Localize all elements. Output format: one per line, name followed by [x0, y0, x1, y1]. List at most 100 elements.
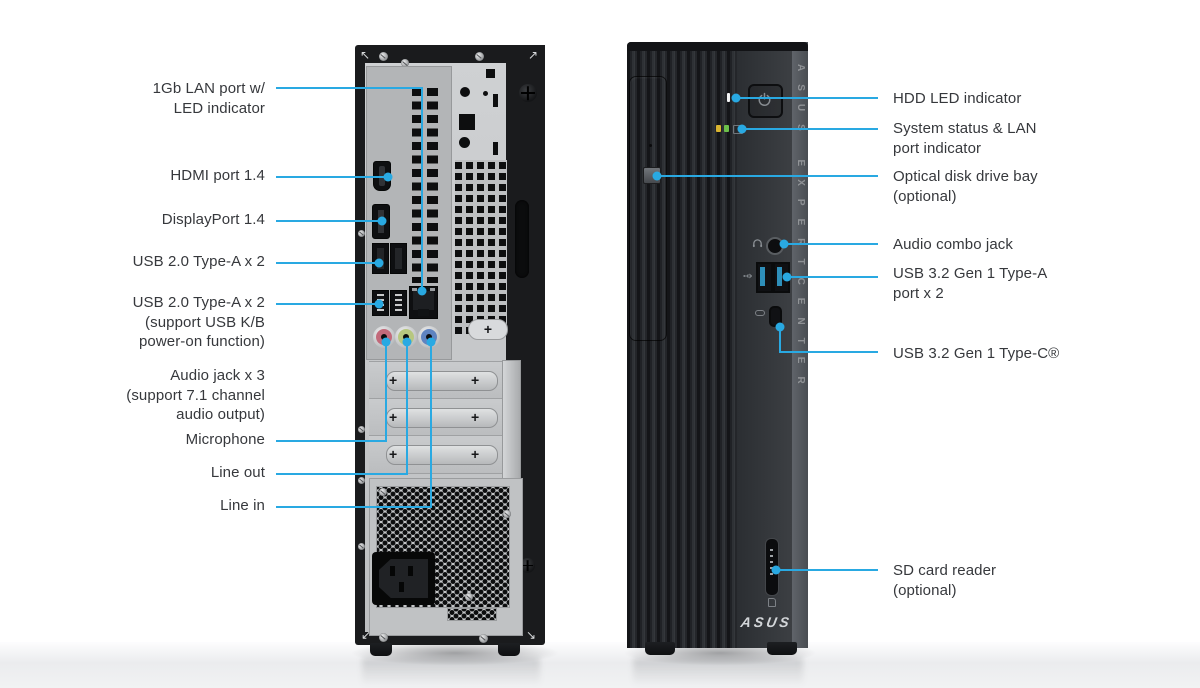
leader-microphone-v	[385, 342, 387, 442]
front-foot	[645, 642, 675, 655]
label-hdmi-port: HDMI port 1.4	[170, 167, 265, 184]
leader-line-out	[276, 473, 408, 475]
leader-dot-lan	[417, 286, 427, 296]
label-line-in: Line in	[220, 497, 265, 514]
screw	[358, 477, 365, 484]
screw	[465, 593, 473, 601]
front-ribs	[627, 50, 737, 648]
label-status-led: System status & LAN port indicator	[893, 120, 1037, 157]
screw	[503, 510, 511, 518]
screw	[479, 634, 488, 643]
screw	[358, 426, 365, 433]
floor	[0, 642, 1200, 688]
screw	[475, 52, 484, 61]
expansion-slot-row: + +	[369, 398, 519, 437]
leader-dot-usb2-bottom	[374, 299, 384, 309]
screw	[358, 230, 365, 237]
leader-sd	[779, 569, 878, 571]
psu-vent-strip	[447, 608, 497, 621]
leader-dot-usb3a	[782, 272, 792, 282]
punch-out	[459, 137, 470, 148]
leader-dot-usb2-top	[374, 258, 384, 268]
leader-dot-hdmi	[383, 172, 393, 182]
front-foot	[767, 642, 797, 655]
power-icon	[758, 92, 771, 106]
expansion-slot-row: + +	[369, 435, 519, 474]
thumbscrew	[520, 558, 535, 573]
punch-out	[493, 94, 498, 107]
power-button[interactable]	[748, 84, 783, 118]
rear-foot	[370, 643, 392, 656]
leader-lan-v	[421, 87, 423, 291]
status-led-green	[724, 125, 729, 132]
slot-cover	[386, 408, 498, 428]
screw	[401, 59, 409, 67]
front-tower-reflection	[633, 658, 803, 686]
slot-cover	[386, 371, 498, 391]
label-displayport: DisplayPort 1.4	[161, 211, 265, 228]
asus-logo: ASUS	[739, 614, 794, 630]
vent-grid	[455, 160, 507, 334]
label-optical-bay: Optical disk drive bay (optional)	[893, 168, 1038, 205]
side-panel-handle	[515, 200, 529, 278]
usb-ss-icon	[743, 273, 753, 279]
leader-line-in	[276, 506, 432, 508]
slot-screw: +	[471, 446, 480, 462]
headset-icon	[752, 239, 763, 248]
thumbscrew	[519, 84, 537, 102]
side-edge-strip: ASUS EXPERTCENTER	[792, 42, 808, 648]
leader-line-out-v	[406, 342, 408, 475]
leader-status-led	[745, 128, 878, 130]
corner-arrow-icon: ↙	[361, 628, 372, 642]
slot-screw: +	[389, 409, 398, 425]
label-audio-jacks: Audio jack x 3 (support 7.1 channel audi…	[126, 367, 265, 423]
leader-dot-audio-combo	[779, 239, 789, 249]
punch-out	[493, 142, 498, 155]
sd-card-icon	[768, 598, 776, 607]
screw	[358, 543, 365, 550]
rear-view-tower: ↖ ↗ ↙ ↘	[355, 45, 545, 656]
screw	[379, 52, 388, 61]
vent-slots	[427, 88, 438, 283]
corner-arrow-icon: ↗	[528, 48, 539, 62]
punch-out	[460, 87, 470, 97]
leader-dot-microphone	[381, 337, 391, 347]
leader-lan	[276, 87, 423, 89]
leader-usb3c	[779, 351, 878, 353]
label-line-out: Line out	[210, 464, 265, 481]
leader-usb3c-v	[779, 327, 781, 353]
emergency-eject-hole	[649, 144, 652, 147]
front-view-tower: ASUS EXPERTCENTER	[627, 42, 808, 655]
slot-screw: +	[471, 372, 480, 388]
leader-hdmi	[276, 176, 387, 178]
screw	[379, 488, 387, 496]
usb-c-icon	[755, 310, 765, 316]
label-usb2-bottom: USB 2.0 Type-A x 2 (support USB K/B powe…	[132, 294, 265, 350]
punch-out	[459, 114, 475, 130]
corner-arrow-icon: ↘	[526, 628, 537, 642]
hdd-led	[727, 93, 730, 102]
label-audio-combo: Audio combo jack	[893, 236, 1013, 253]
label-lan-port: 1Gb LAN port w/ LED indicator	[152, 80, 265, 117]
usb2-port	[390, 243, 407, 274]
leader-dot-hdd-led	[731, 93, 741, 103]
leader-dot-line-out	[402, 337, 412, 347]
expansion-slot-row: + +	[369, 361, 519, 400]
slot-screw: +	[389, 372, 398, 388]
label-microphone: Microphone	[185, 431, 265, 448]
leader-dot-odd	[652, 171, 662, 181]
lan-port	[409, 286, 438, 319]
leader-usb3a	[790, 276, 878, 278]
slot-rail	[502, 360, 521, 486]
front-panel-smooth	[737, 50, 792, 648]
leader-hdd-led	[739, 97, 878, 99]
screw	[379, 633, 388, 642]
status-led-yellow	[716, 125, 721, 132]
leader-audio-combo	[787, 243, 878, 245]
leader-displayport	[276, 220, 382, 222]
label-usb2-top: USB 2.0 Type-A x 2	[132, 253, 265, 270]
label-usb3-typea: USB 3.2 Gen 1 Type-A port x 2	[893, 265, 1048, 302]
leader-line-in-v	[430, 342, 432, 508]
leader-dot-line-in	[426, 337, 436, 347]
leader-dot-displayport	[377, 216, 387, 226]
